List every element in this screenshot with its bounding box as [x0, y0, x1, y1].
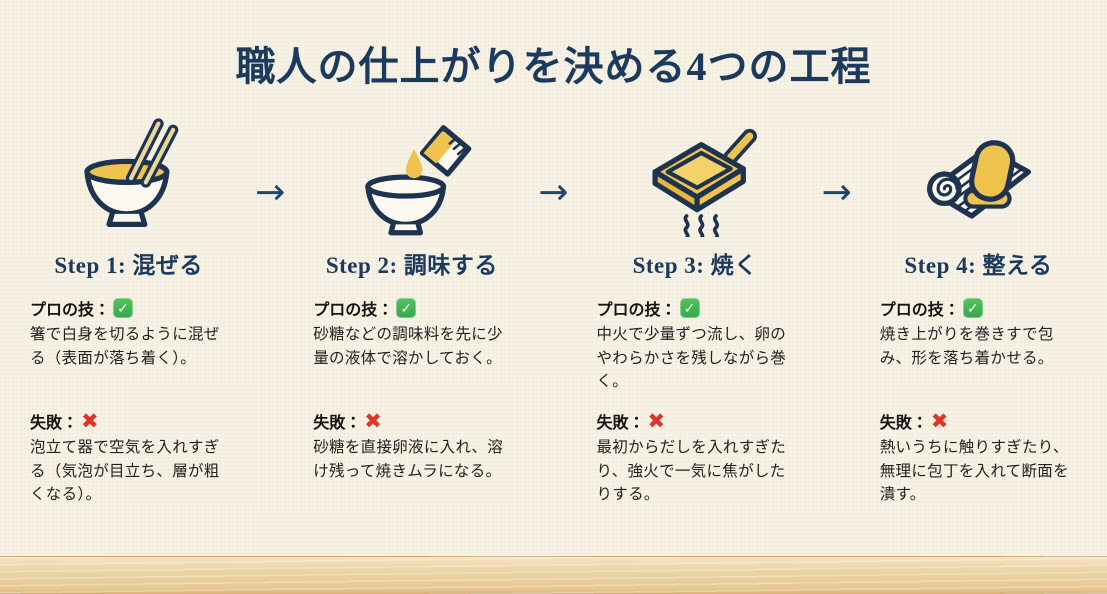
- pro-label: プロの技：: [879, 302, 960, 319]
- step-1-pro-text: 箸で白身を切るように混ぜる（表面が落ち着く）。: [30, 326, 220, 367]
- measuring-cup-pour-bowl-icon: [299, 106, 524, 242]
- step-2-fail-block: 失敗： ✖ 砂糖を直接卵液に入れ、溶け残って焼きムラになる。: [299, 409, 524, 483]
- step-2-title: Step 2: 調味する: [325, 253, 498, 278]
- step-2-pro-block: プロの技： ✓ 砂糖などの調味料を先に少量の液体で溶かしておく。: [299, 296, 524, 409]
- step-3-title: Step 3: 焼く: [632, 253, 758, 278]
- step-4-fail-block: 失敗： ✖ 熱いうちに触りすぎたり、無理に包丁を入れて断面を潰す。: [866, 409, 1091, 507]
- step-3-fail-text: 最初からだしを入れすぎたり、強火で一気に焦がしたりする。: [596, 439, 787, 504]
- cross-icon: ✖: [364, 409, 382, 433]
- fail-label: 失敗：: [596, 415, 645, 432]
- check-icon: ✓: [679, 298, 700, 318]
- step-3-fail-block: 失敗： ✖ 最初からだしを入れすぎたり、強火で一気に焦がしたりする。: [583, 409, 808, 507]
- cross-icon: ✖: [647, 409, 666, 433]
- step-4-pro-block: プロの技： ✓ 焼き上がりを巻きすで包み、形を落ち着かせる。: [866, 296, 1091, 409]
- check-icon: ✓: [962, 298, 983, 318]
- step-3-pro-text: 中火で少量ずつ流し、卵のやわらかさを残しながら巻く。: [596, 326, 787, 391]
- check-icon: ✓: [396, 298, 417, 318]
- arrow-icon: →: [255, 172, 286, 213]
- arrow-icon: →: [821, 172, 852, 213]
- cross-icon: ✖: [930, 409, 949, 433]
- step-1-fail-block: 失敗： ✖ 泡立て器で空気を入れすぎる（気泡が目立ち、層が粗くなる）。: [16, 409, 241, 507]
- fail-label: 失敗：: [879, 415, 928, 432]
- step-2-fail-text: 砂糖を直接卵液に入れ、溶け残って焼きムラになる。: [313, 439, 504, 480]
- step-3-pro-block: プロの技： ✓ 中火で少量ずつ流し、卵のやわらかさを残しながら巻く。: [583, 296, 808, 409]
- page-title: 職人の仕上がりを決める4つの工程: [235, 44, 872, 89]
- step-2-pro-text: 砂糖などの調味料を先に少量の液体で溶かしておく。: [313, 326, 503, 367]
- pro-label: プロの技：: [313, 302, 394, 319]
- pro-label: プロの技：: [596, 302, 677, 319]
- step-column-4: Step 4: 整える プロの技： ✓ 焼き上がりを巻きすで包み、形を落ち着かせ…: [860, 106, 1097, 507]
- step-column-2: Step 2: 調味する プロの技： ✓ 砂糖などの調味料を先に少量の液体で溶か…: [293, 106, 530, 483]
- arrow-icon: →: [538, 172, 569, 213]
- pro-label: プロの技：: [30, 302, 111, 319]
- step-1-pro-block: プロの技： ✓ 箸で白身を切るように混ぜる（表面が落ち着く）。: [16, 296, 241, 409]
- bamboo-mat-egg-roll-icon: [866, 106, 1091, 242]
- wood-floor: [0, 556, 1107, 594]
- step-column-3: Step 3: 焼く プロの技： ✓ 中火で少量ずつ流し、卵のやわらかさを残しな…: [577, 106, 814, 507]
- steps-row: Step 1: 混ぜる プロの技： ✓ 箸で白身を切るように混ぜる（表面が落ち着…: [0, 106, 1107, 507]
- square-tamagoyaki-pan-icon: [583, 106, 808, 242]
- cross-icon: ✖: [81, 409, 99, 433]
- fail-label: 失敗：: [30, 415, 79, 432]
- step-1-title: Step 1: 混ぜる: [54, 253, 203, 278]
- mixing-bowl-chopsticks-icon: [16, 106, 241, 242]
- step-4-pro-text: 焼き上がりを巻きすで包み、形を落ち着かせる。: [879, 326, 1054, 367]
- step-1-fail-text: 泡立て器で空気を入れすぎる（気泡が目立ち、層が粗くなる）。: [30, 439, 220, 504]
- check-icon: ✓: [113, 298, 134, 318]
- step-4-fail-text: 熱いうちに触りすぎたり、無理に包丁を入れて断面を潰す。: [879, 439, 1069, 504]
- fail-label: 失敗：: [313, 415, 362, 432]
- step-4-title: Step 4: 整える: [904, 253, 1053, 278]
- step-column-1: Step 1: 混ぜる プロの技： ✓ 箸で白身を切るように混ぜる（表面が落ち着…: [10, 106, 247, 507]
